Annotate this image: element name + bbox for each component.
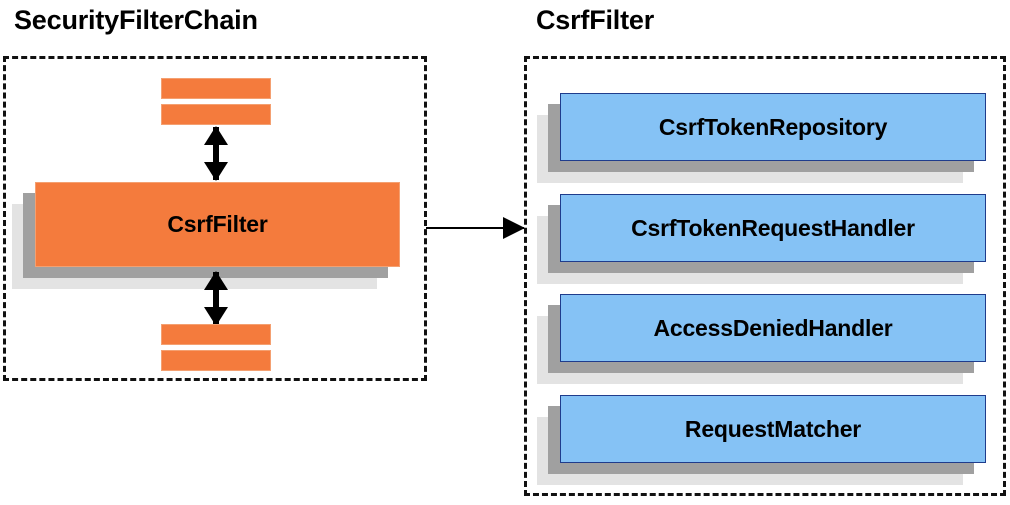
right-panel-title: CsrfFilter <box>536 5 655 35</box>
arrow-shaft <box>213 272 219 325</box>
security-filter-chain-panel <box>3 56 427 381</box>
arrow-head-down-icon <box>204 162 228 181</box>
collaborator-face: CsrfTokenRequestHandler <box>560 194 986 262</box>
collaborator-box-request-matcher[interactable]: RequestMatcher <box>537 395 986 485</box>
arrow-head-up-icon <box>204 126 228 145</box>
collaborator-face: CsrfTokenRepository <box>560 93 986 161</box>
arrow-shaft <box>213 127 219 180</box>
csrf-filter-face: CsrfFilter <box>35 182 400 267</box>
filter-bar-below-2 <box>161 350 271 371</box>
arrow-head-up-icon <box>204 271 228 290</box>
collaborator-box-csrf-token-request-handler[interactable]: CsrfTokenRequestHandler <box>537 194 986 284</box>
csrf-filter-collaborators-panel <box>524 56 1006 496</box>
collaborator-face: RequestMatcher <box>560 395 986 463</box>
filter-bar-below-1 <box>161 324 271 345</box>
collaborator-box-access-denied-handler[interactable]: AccessDeniedHandler <box>537 294 986 384</box>
collaborator-label: CsrfTokenRequestHandler <box>631 214 915 241</box>
arrow-head-right-icon <box>503 217 525 239</box>
csrf-filter-label: CsrfFilter <box>167 211 268 237</box>
collaborator-label: RequestMatcher <box>684 415 862 442</box>
arrow-head-down-icon <box>204 307 228 326</box>
collaborator-label: AccessDeniedHandler <box>653 314 893 341</box>
csrf-filter-box[interactable]: CsrfFilter <box>12 182 400 289</box>
collaborator-face: AccessDeniedHandler <box>560 294 986 362</box>
arrow-shaft <box>426 227 524 229</box>
collaborator-box-csrf-token-repository[interactable]: CsrfTokenRepository <box>537 93 986 183</box>
filter-bar-above-2 <box>161 104 271 125</box>
left-panel-title: SecurityFilterChain <box>14 5 258 35</box>
filter-bar-above-1 <box>161 78 271 99</box>
collaborator-label: CsrfTokenRepository <box>658 113 888 140</box>
